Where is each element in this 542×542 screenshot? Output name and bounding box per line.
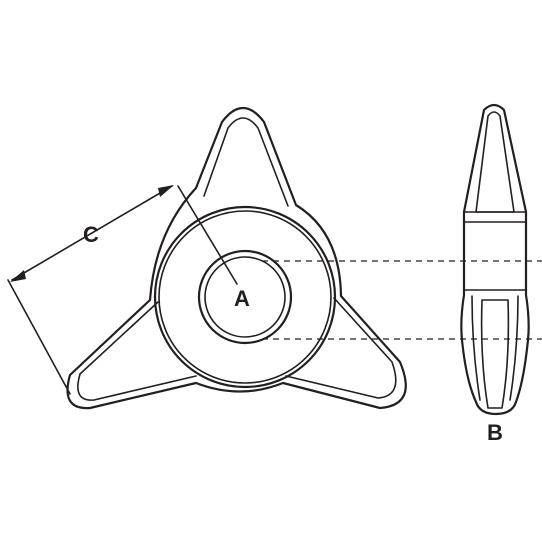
front-view [66, 106, 407, 410]
label-a: A [234, 286, 250, 311]
side-flute-right [509, 295, 519, 401]
top-arm-inner-outline [203, 117, 289, 207]
side-flute-left [471, 295, 481, 401]
label-b: B [487, 420, 503, 445]
c-dimension-line [11, 185, 173, 281]
c-arrow-end [158, 185, 174, 197]
right-arm-inner-outline [285, 297, 397, 399]
dimension-c: C [7, 185, 174, 395]
left-arm-inner-outline [77, 301, 197, 401]
hub-center-bore-inner [204, 256, 286, 338]
label-c: C [83, 222, 99, 247]
side-outer-profile [460, 103, 530, 416]
spinner-outer-outline [66, 106, 407, 410]
side-arm-inner [475, 111, 515, 213]
side-view: B [460, 103, 530, 445]
hub-center-bore-outer [197, 249, 293, 345]
projection-lines [262, 260, 542, 340]
c-arrow-start [10, 270, 26, 282]
hub-outer-ring [153, 205, 337, 389]
hub-outer-ring-inner [158, 210, 332, 384]
c-extension-line [7, 279, 71, 395]
side-flute-inner [480, 299, 510, 409]
c-leader-line [177, 185, 238, 285]
